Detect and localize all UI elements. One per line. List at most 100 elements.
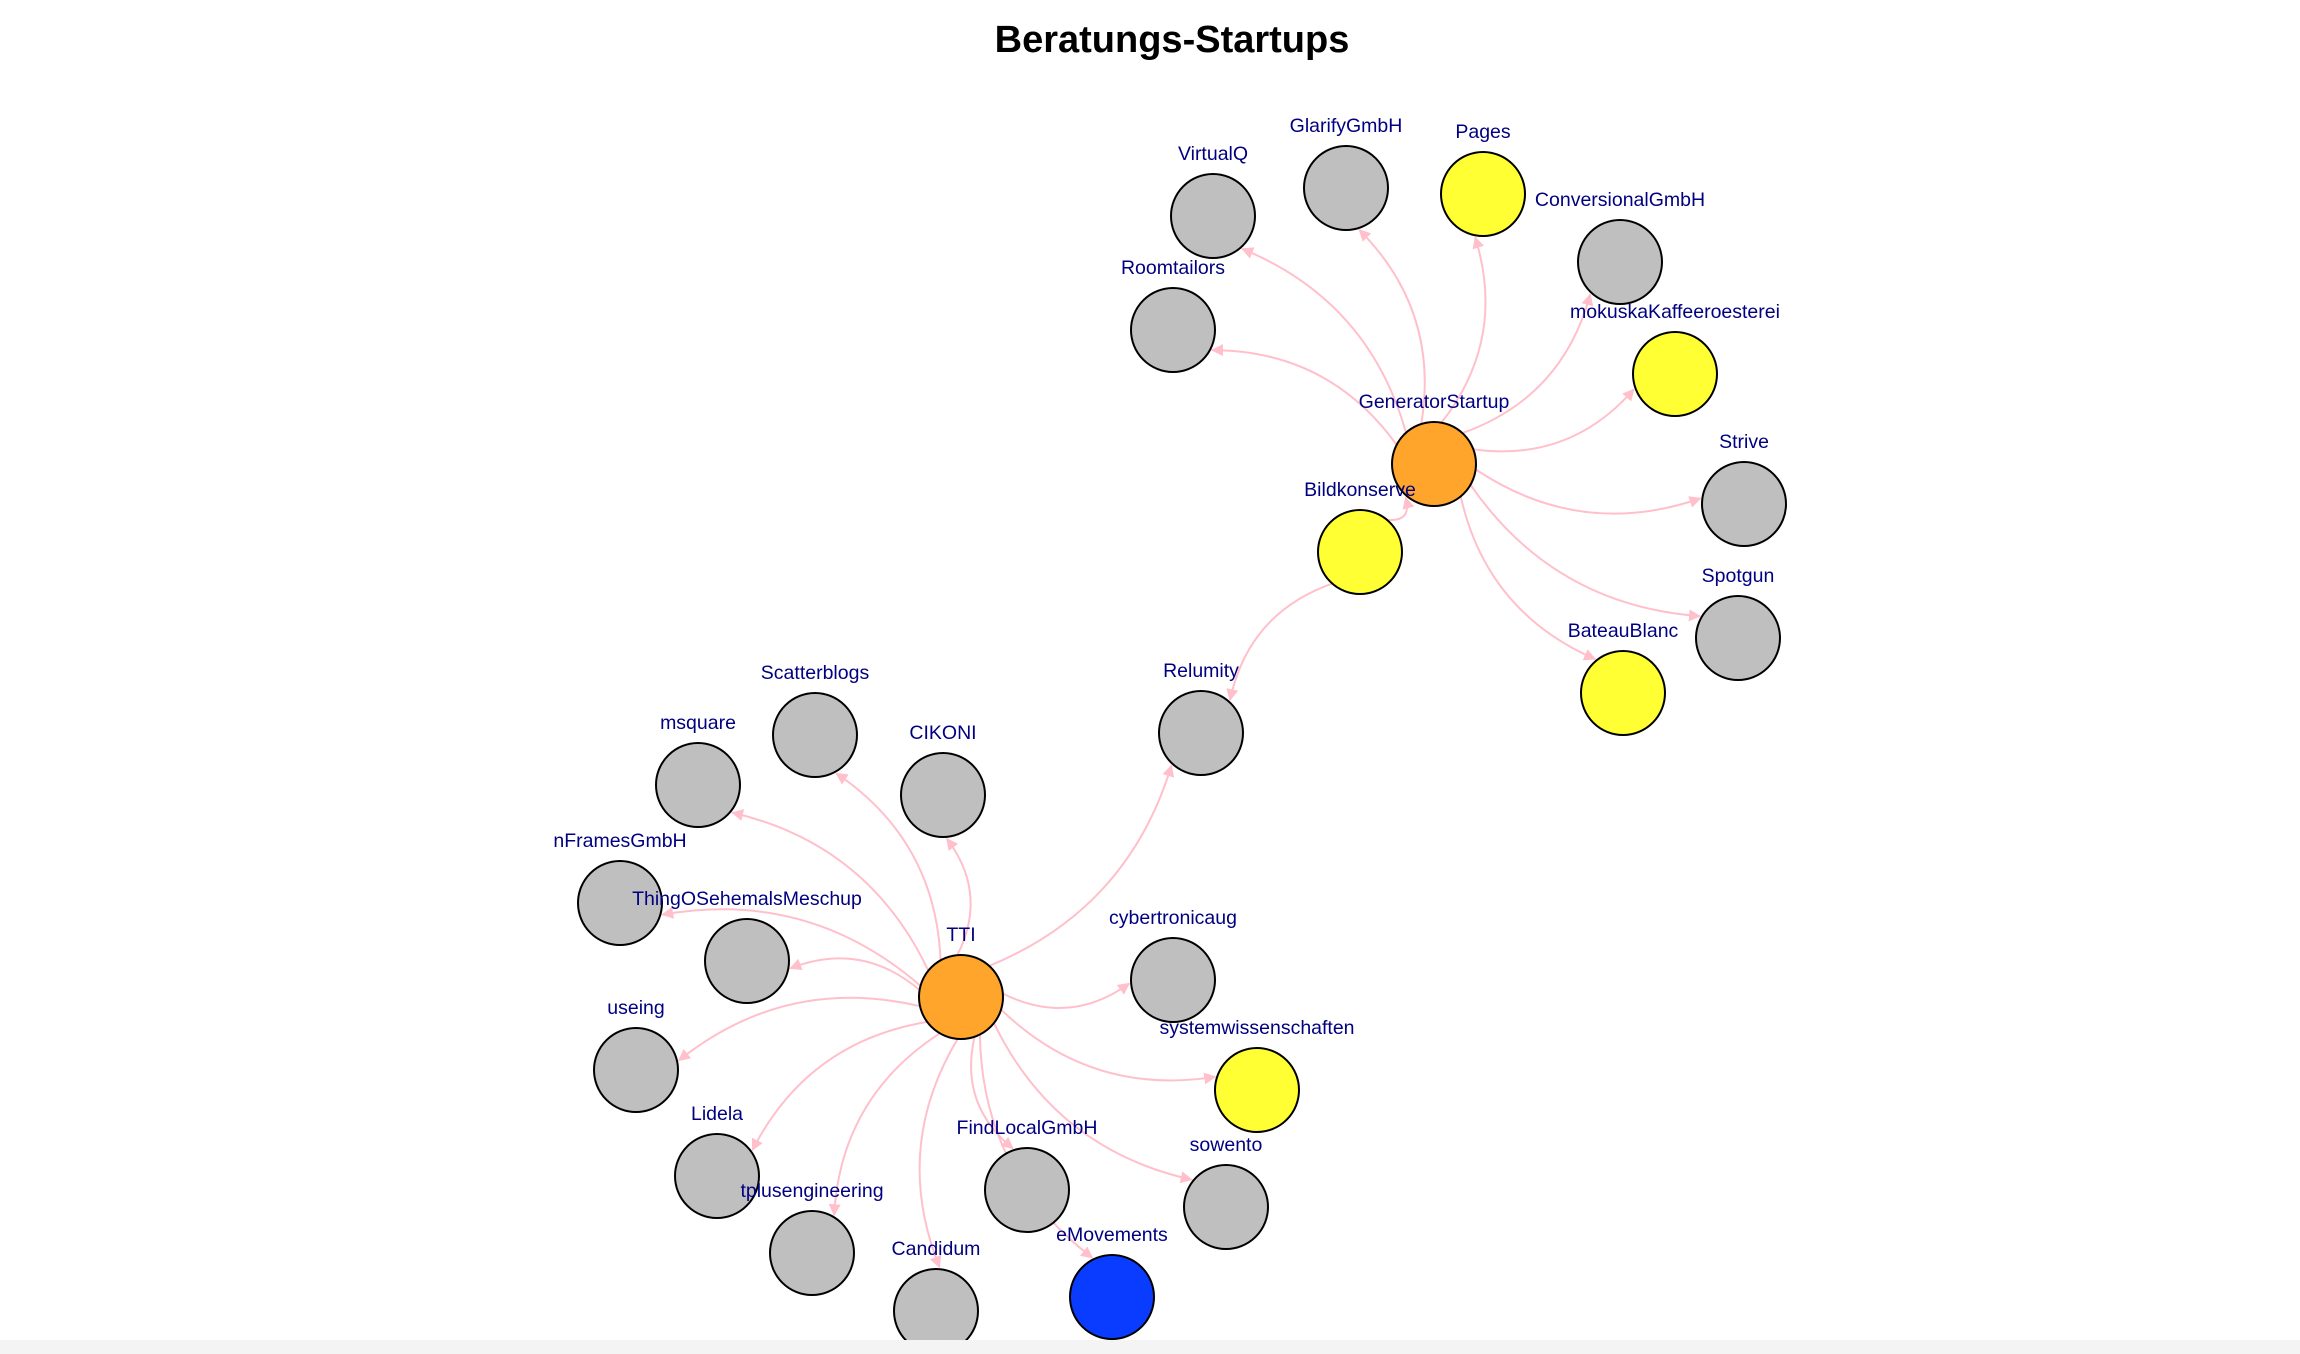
- edge-tti-to-candidum: [918, 1038, 959, 1269]
- node-label-findlocalgmbh: FindLocalGmbH: [957, 1117, 1098, 1139]
- edge-tti-to-nframesgmbh: [661, 906, 922, 987]
- node-circle-generatorstartup[interactable]: [1391, 421, 1477, 507]
- node-label-nframesgmbh: nFramesGmbH: [553, 830, 686, 852]
- edge-generatorstartup-to-mokuskakaffeeroesterei: [1473, 388, 1635, 453]
- node-circle-bateaublanc[interactable]: [1580, 650, 1666, 736]
- edge-tti-to-findlocalgmbh: [970, 1036, 1014, 1150]
- edge-generatorstartup-to-strive: [1475, 468, 1702, 515]
- node-circle-tti[interactable]: [918, 954, 1004, 1040]
- node-strive[interactable]: Strive: [1701, 431, 1787, 547]
- edge-generatorstartup-to-bateaublanc: [1459, 496, 1597, 661]
- node-useing[interactable]: useing: [593, 997, 679, 1113]
- node-label-tplusengineering: tplusengineering: [740, 1180, 883, 1202]
- node-circle-pages[interactable]: [1440, 151, 1526, 237]
- node-emovements[interactable]: eMovements: [1056, 1224, 1168, 1340]
- node-cybertronicaug[interactable]: cybertronicaug: [1109, 907, 1237, 1023]
- edge-tti-to-sowento: [993, 1022, 1193, 1184]
- node-spotgun[interactable]: Spotgun: [1695, 565, 1781, 681]
- node-label-scatterblogs: Scatterblogs: [761, 662, 870, 684]
- node-systemwissenschaften[interactable]: systemwissenschaften: [1159, 1017, 1355, 1133]
- node-circle-nframesgmbh[interactable]: [577, 860, 663, 946]
- node-scatterblogs[interactable]: Scatterblogs: [761, 662, 870, 778]
- node-circle-glarifygmbh[interactable]: [1303, 145, 1389, 231]
- node-tplusengineering[interactable]: tplusengineering: [740, 1180, 884, 1296]
- node-label-roomtailors: Roomtailors: [1121, 257, 1225, 279]
- edge-tti-to-msquare: [731, 809, 930, 972]
- nodes-layer: GeneratorStartup VirtualQ GlarifyGmbH Pages…: [553, 115, 1787, 1354]
- node-circle-useing[interactable]: [593, 1027, 679, 1113]
- node-thingosehemalsmeschup[interactable]: ThingOSehemalsMeschup: [632, 888, 862, 1004]
- node-tti[interactable]: TTI: [918, 924, 1004, 1040]
- node-mokuskakaffeeroesterei[interactable]: mokuskaKaffeeroesterei: [1570, 301, 1780, 417]
- node-cikoni[interactable]: CIKONI: [900, 722, 986, 838]
- node-circle-strive[interactable]: [1701, 461, 1787, 547]
- node-circle-roomtailors[interactable]: [1130, 287, 1216, 373]
- edge-generatorstartup-to-roomtailors: [1210, 344, 1398, 446]
- edge-generatorstartup-to-glarifygmbh: [1358, 229, 1426, 425]
- node-circle-mokuskakaffeeroesterei[interactable]: [1632, 331, 1718, 417]
- node-label-generatorstartup: GeneratorStartup: [1359, 391, 1510, 413]
- node-nframesgmbh[interactable]: nFramesGmbH: [553, 830, 687, 946]
- node-circle-emovements[interactable]: [1069, 1254, 1155, 1340]
- node-pages[interactable]: Pages: [1440, 121, 1526, 237]
- node-virtualq[interactable]: VirtualQ: [1170, 143, 1256, 259]
- node-label-conversionalgmbh: ConversionalGmbH: [1535, 189, 1705, 211]
- edge-tti-to-thingosehemalsmeschup: [789, 957, 921, 991]
- node-label-spotgun: Spotgun: [1702, 565, 1775, 587]
- edge-tti-to-systemwissenschaften: [1000, 1008, 1217, 1085]
- node-msquare[interactable]: msquare: [655, 712, 741, 828]
- edge-generatorstartup-to-conversionalgmbh: [1462, 293, 1594, 435]
- node-circle-conversionalgmbh[interactable]: [1577, 219, 1663, 305]
- node-circle-cybertronicaug[interactable]: [1130, 937, 1216, 1023]
- node-circle-virtualq[interactable]: [1170, 173, 1256, 259]
- node-label-bildkonserve: Bildkonserve: [1304, 479, 1416, 501]
- node-label-tti: TTI: [946, 924, 975, 946]
- node-circle-bildkonserve[interactable]: [1317, 509, 1403, 595]
- node-circle-relumity[interactable]: [1158, 690, 1244, 776]
- node-label-useing: useing: [607, 997, 664, 1019]
- node-label-lidela: Lidela: [691, 1103, 743, 1125]
- node-circle-cikoni[interactable]: [900, 752, 986, 838]
- node-generatorstartup[interactable]: GeneratorStartup: [1359, 391, 1510, 507]
- node-circle-findlocalgmbh[interactable]: [984, 1147, 1070, 1233]
- node-bildkonserve[interactable]: Bildkonserve: [1304, 479, 1416, 595]
- node-label-strive: Strive: [1719, 431, 1769, 453]
- node-label-systemwissenschaften: systemwissenschaften: [1159, 1017, 1354, 1039]
- edge-tti-to-cikoni: [946, 837, 972, 956]
- node-roomtailors[interactable]: Roomtailors: [1121, 257, 1225, 373]
- node-label-emovements: eMovements: [1056, 1224, 1168, 1246]
- node-circle-scatterblogs[interactable]: [772, 692, 858, 778]
- node-label-cybertronicaug: cybertronicaug: [1109, 907, 1237, 929]
- edge-tti-to-relumity: [988, 764, 1174, 967]
- node-label-relumity: Relumity: [1163, 660, 1239, 682]
- diagram-title: Beratungs-Startups: [995, 19, 1350, 61]
- edge-bildkonserve-to-relumity: [1226, 582, 1333, 702]
- node-lidela[interactable]: Lidela: [674, 1103, 760, 1219]
- node-conversionalgmbh[interactable]: ConversionalGmbH: [1535, 189, 1705, 305]
- node-candidum[interactable]: Candidum: [892, 1238, 981, 1354]
- edge-tti-to-lidela: [751, 1020, 928, 1152]
- node-findlocalgmbh[interactable]: FindLocalGmbH: [957, 1117, 1098, 1233]
- node-label-cikoni: CIKONI: [909, 722, 976, 744]
- node-circle-spotgun[interactable]: [1695, 595, 1781, 681]
- node-circle-tplusengineering[interactable]: [769, 1210, 855, 1296]
- node-label-mokuskakaffeeroesterei: mokuskaKaffeeroesterei: [1570, 301, 1780, 323]
- node-label-thingosehemalsmeschup: ThingOSehemalsMeschup: [632, 888, 862, 910]
- edge-tti-to-cybertronicaug: [1002, 982, 1131, 1009]
- edge-bildkonserve-to-generatorstartup: [1386, 496, 1415, 521]
- node-circle-thingosehemalsmeschup[interactable]: [704, 918, 790, 1004]
- node-bateaublanc[interactable]: BateauBlanc: [1568, 620, 1679, 736]
- node-circle-sowento[interactable]: [1183, 1164, 1269, 1250]
- edge-tti-to-useing: [677, 996, 921, 1062]
- node-circle-msquare[interactable]: [655, 742, 741, 828]
- node-circle-systemwissenschaften[interactable]: [1214, 1047, 1300, 1133]
- node-circle-lidela[interactable]: [674, 1133, 760, 1219]
- edge-generatorstartup-to-virtualq: [1241, 247, 1408, 433]
- node-sowento[interactable]: sowento: [1183, 1134, 1269, 1250]
- node-label-pages: Pages: [1455, 121, 1511, 143]
- node-glarifygmbh[interactable]: GlarifyGmbH: [1290, 115, 1403, 231]
- bottom-bar: [0, 1340, 2300, 1354]
- node-label-glarifygmbh: GlarifyGmbH: [1290, 115, 1403, 137]
- node-relumity[interactable]: Relumity: [1158, 660, 1244, 776]
